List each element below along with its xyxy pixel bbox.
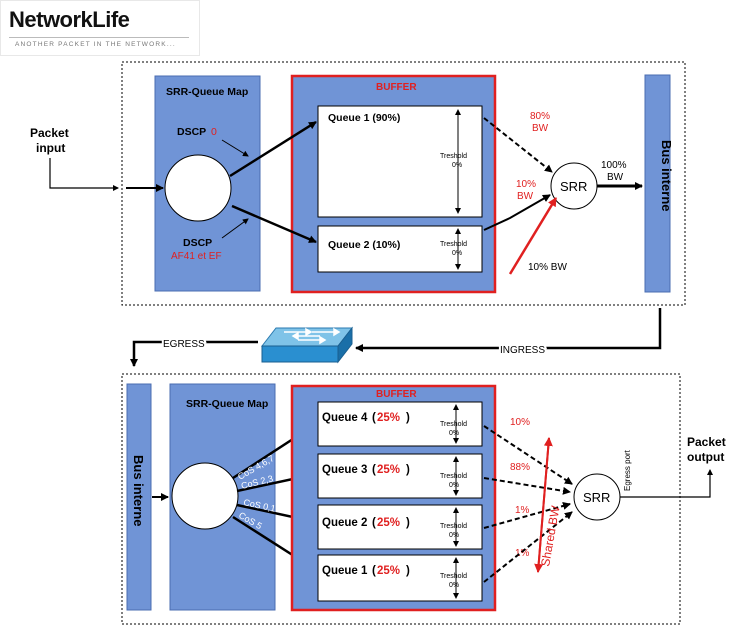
ingress-queue-1-threshold-label: Treshold <box>440 153 467 160</box>
egress-queue-1: Queue 1 ( 25% ) Treshold 0% <box>317 554 483 602</box>
ingress-out-bw: BW <box>607 172 624 183</box>
packet-output-label-1: Packet <box>687 435 726 449</box>
logo-divider <box>9 37 189 38</box>
dscp-bottom-pointer <box>221 218 249 239</box>
egress-bus-label: Bus interne <box>131 455 146 527</box>
ingress-classifier-circle <box>164 154 232 222</box>
ingress-queue-1 <box>317 105 483 218</box>
dscp-bottom-value: AF41 et EF <box>171 251 222 262</box>
ingress-queue-2 <box>317 225 483 273</box>
svg-text:(: ( <box>372 565 376 577</box>
to-ingress-queue-2-arrow <box>231 204 317 244</box>
egress-port-label: Egress port <box>623 449 632 491</box>
egress-q2-to-srr <box>483 502 571 529</box>
egress-q4-bw: 10% <box>510 417 530 428</box>
svg-text:): ) <box>406 565 410 577</box>
ingress-queue-2-label: Queue 2 (10%) <box>328 239 400 251</box>
egress-bus <box>126 383 152 611</box>
egress-queue-1-name: Queue 1 <box>322 565 368 577</box>
svg-text:): ) <box>406 517 410 529</box>
egress-q2-bw: 1% <box>515 505 530 516</box>
dscp-top-pointer <box>221 139 249 157</box>
ingress-q1-bw-pct: 80% <box>530 111 550 122</box>
ingress-path-label: INGRESS <box>500 345 545 356</box>
egress-queue-3-threshold-label: Treshold <box>440 473 467 480</box>
svg-text:(: ( <box>372 517 376 529</box>
egress-queue-3: Queue 3 ( 25% ) Treshold 0% <box>317 453 483 499</box>
to-ingress-queue-1-arrow <box>229 120 317 178</box>
ingress-queue-1-threshold-value: 0% <box>452 162 462 169</box>
egress-queue-4-name: Queue 4 <box>322 412 368 424</box>
ingress-q2-to-srr <box>483 194 551 231</box>
ingress-buffer-title: BUFFER <box>376 82 417 93</box>
egress-queue-1-threshold-value: 0% <box>449 582 459 589</box>
svg-text:(: ( <box>372 464 376 476</box>
egress-queue-map-title: SRR-Queue Map <box>186 398 268 410</box>
dscp-top-label: DSCP <box>177 126 206 138</box>
egress-queue-3-name: Queue 3 <box>322 464 367 476</box>
ingress-priority-to-srr <box>508 197 558 275</box>
egress-queue-1-threshold-label: Treshold <box>440 573 467 580</box>
logo: NetworkLife ANOTHER PACKET IN THE NETWOR… <box>0 0 200 56</box>
egress-q1-to-srr <box>483 511 573 583</box>
egress-classifier-circle <box>171 462 239 530</box>
packet-output-label-2: output <box>687 450 724 464</box>
egress-queue-2-name: Queue 2 <box>322 517 367 529</box>
ingress-queue-2-threshold-label: Treshold <box>440 241 467 248</box>
egress-queue-2: Queue 2 ( 25% ) Treshold 0% <box>317 504 483 550</box>
ingress-q2-bw: BW <box>517 191 534 202</box>
dscp-top-value: 0 <box>211 126 217 138</box>
egress-queue-4-pct: 25% <box>377 412 400 424</box>
ingress-q1-bw: BW <box>532 123 549 134</box>
svg-text:): ) <box>406 412 410 424</box>
svg-text:): ) <box>406 464 410 476</box>
logo-title: NetworkLife <box>9 7 130 32</box>
ingress-bus <box>644 74 671 293</box>
packet-input-label-1: Packet <box>30 126 69 140</box>
ingress-q1-to-srr <box>483 117 553 173</box>
ingress-out-bw-pct: 100% <box>601 160 627 171</box>
egress-path-arrow <box>130 340 258 367</box>
switch-icon <box>260 326 354 364</box>
egress-queue-4-threshold-value: 0% <box>449 430 459 437</box>
packet-output-arrow <box>680 469 713 498</box>
packet-input-arrow <box>49 158 119 191</box>
egress-queue-2-threshold-label: Treshold <box>440 523 467 530</box>
egress-q1-bw: 1% <box>515 548 530 559</box>
egress-queue-4-threshold-label: Treshold <box>440 421 467 428</box>
ingress-bus-label: Bus interne <box>659 140 674 212</box>
ingress-queue-2-threshold-value: 0% <box>452 250 462 257</box>
egress-path-label: EGRESS <box>163 339 205 350</box>
packet-input-label-2: input <box>36 141 65 155</box>
ingress-queue-1-label: Queue 1 (90%) <box>328 112 400 124</box>
egress-queue-2-threshold-value: 0% <box>449 532 459 539</box>
shared-bw-indicator: Shared BW <box>534 437 563 573</box>
ingress-frame <box>121 61 686 306</box>
egress-srr-label: SRR <box>583 490 610 505</box>
egress-q4-to-srr <box>483 425 573 485</box>
egress-q3-bw: 88% <box>510 462 530 473</box>
ingress-path-arrow <box>355 308 662 352</box>
egress-queue-4: Queue 4 ( 25% ) Treshold 0% <box>317 401 483 447</box>
egress-q3-to-srr <box>483 477 571 495</box>
egress-queue-1-pct: 25% <box>377 565 400 577</box>
dscp-bottom-label: DSCP <box>183 237 212 249</box>
egress-queue-3-threshold-value: 0% <box>449 482 459 489</box>
egress-buffer-title: BUFFER <box>376 389 417 400</box>
ingress-srr-label: SRR <box>560 179 587 194</box>
logo-tagline: ANOTHER PACKET IN THE NETWORK... <box>15 41 176 48</box>
egress-queue-3-pct: 25% <box>377 464 400 476</box>
ingress-priority-bw: 10% BW <box>528 262 567 273</box>
ingress-q2-bw-pct: 10% <box>516 179 536 190</box>
svg-text:(: ( <box>372 412 376 424</box>
ingress-queue-map-title: SRR-Queue Map <box>166 86 248 98</box>
egress-queue-2-pct: 25% <box>377 517 400 529</box>
